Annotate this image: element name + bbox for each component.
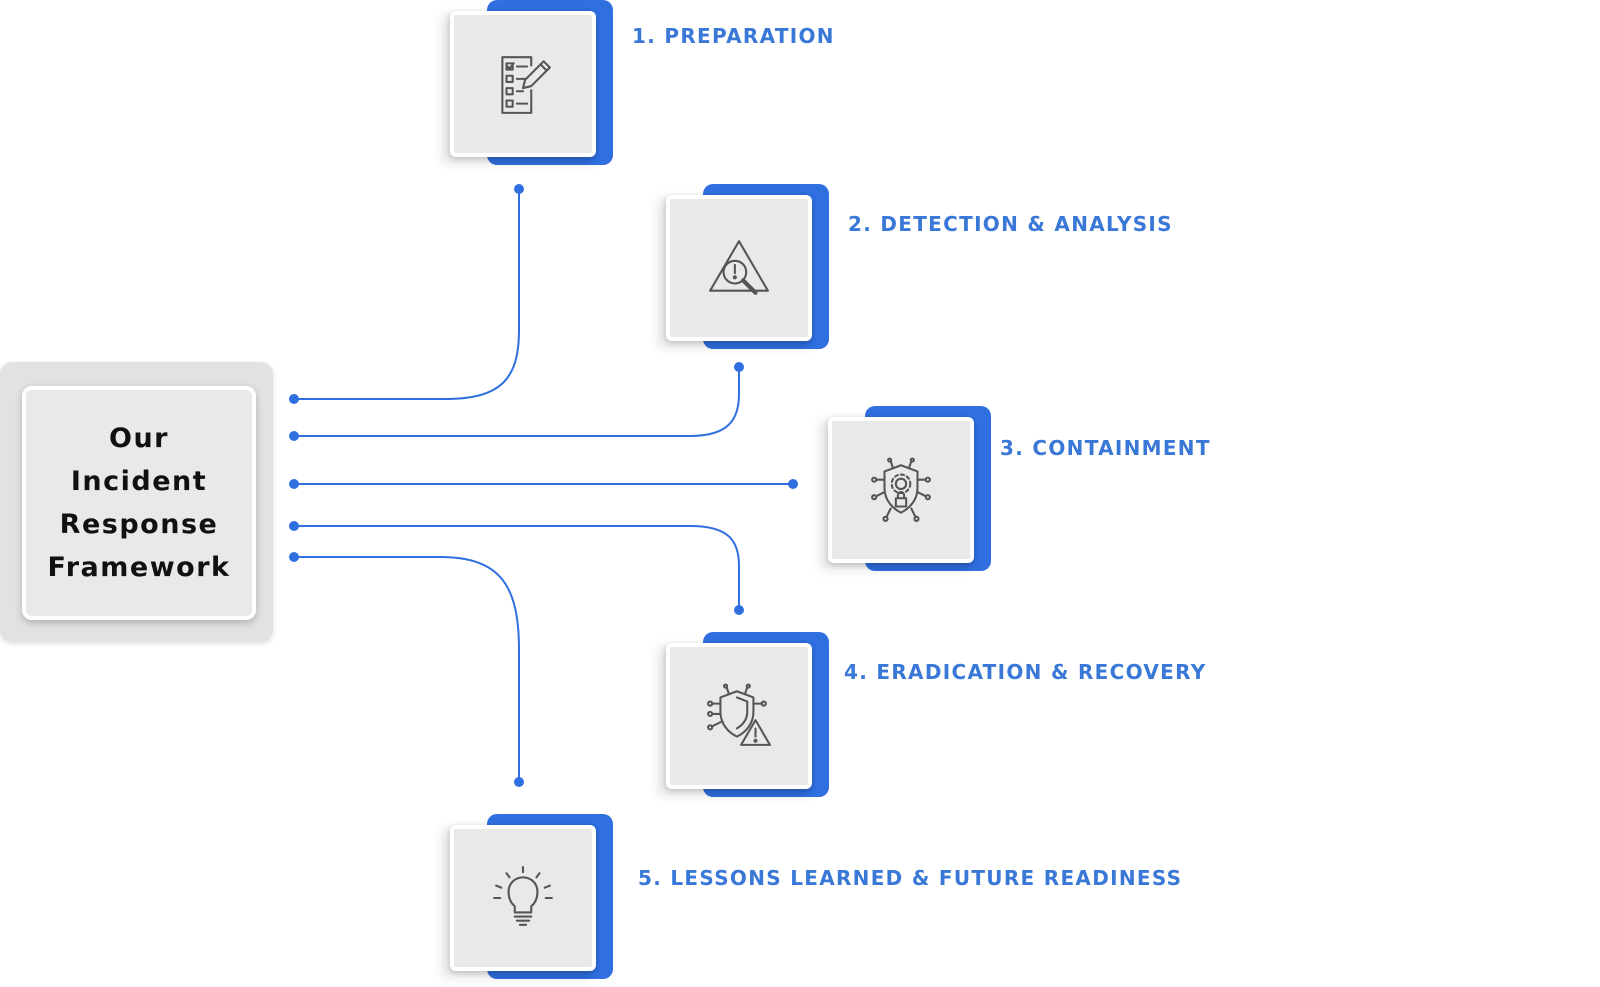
tile-face bbox=[450, 11, 596, 157]
step-tile-containment bbox=[820, 406, 991, 571]
step-label-containment: 3. CONTAINMENT bbox=[1000, 436, 1211, 460]
center-card: Our Incident Response Framework bbox=[0, 362, 273, 642]
shield-warning-icon bbox=[707, 683, 771, 746]
center-card-face: Our Incident Response Framework bbox=[22, 386, 256, 620]
step-label-lessons: 5. LESSONS LEARNED & FUTURE READINESS bbox=[638, 866, 1183, 890]
lightbulb-icon bbox=[493, 866, 553, 926]
step-tile-detection bbox=[658, 184, 829, 349]
connector-dot bbox=[289, 521, 299, 531]
step-tile-lessons bbox=[442, 814, 613, 979]
tile-face bbox=[828, 417, 974, 563]
connector-dot bbox=[514, 777, 524, 787]
connector-dot bbox=[289, 394, 299, 404]
warning-magnifier-icon bbox=[709, 240, 769, 295]
connector-eradication bbox=[294, 525, 740, 610]
tile-face bbox=[450, 825, 596, 971]
connector-dot bbox=[788, 479, 798, 489]
connector-dot bbox=[514, 184, 524, 194]
step-label-detection: 2. DETECTION & ANALYSIS bbox=[848, 212, 1173, 236]
center-title: Our Incident Response Framework bbox=[47, 423, 231, 583]
shield-gear-lock-icon bbox=[871, 457, 931, 522]
connector-detection bbox=[294, 367, 740, 437]
checklist-icon bbox=[501, 56, 551, 114]
tile-face bbox=[666, 195, 812, 341]
step-label-preparation: 1. PREPARATION bbox=[632, 24, 835, 48]
connector-lessons bbox=[294, 556, 520, 782]
connector-dot bbox=[734, 362, 744, 372]
step-tile-preparation bbox=[442, 0, 613, 165]
connector-dot bbox=[734, 605, 744, 615]
connector-preparation bbox=[294, 189, 520, 400]
tile-face bbox=[666, 643, 812, 789]
connector-dot bbox=[289, 552, 299, 562]
step-label-eradication: 4. ERADICATION & RECOVERY bbox=[844, 660, 1207, 684]
step-tile-eradication bbox=[658, 632, 829, 797]
connector-dot bbox=[289, 479, 299, 489]
connector-dot bbox=[289, 431, 299, 441]
